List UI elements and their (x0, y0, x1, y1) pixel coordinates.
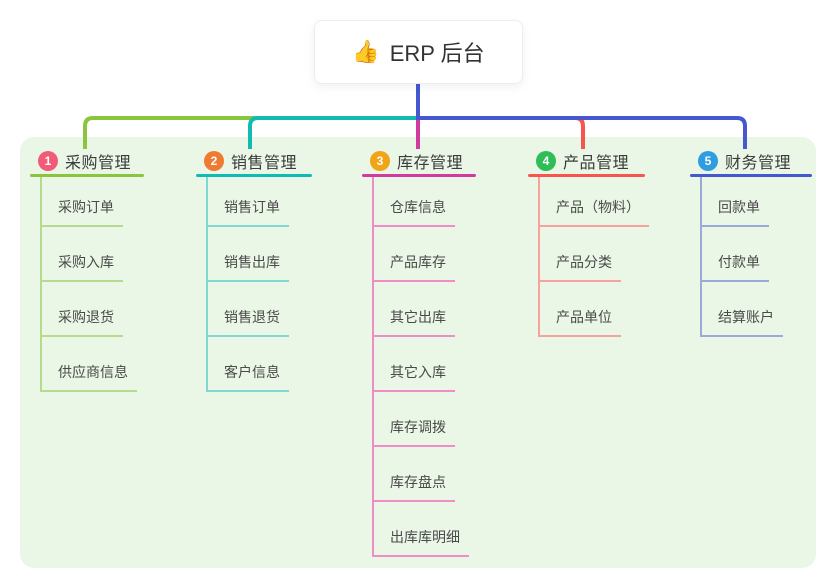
mindmap-node[interactable]: 其它入库 (374, 337, 455, 392)
connector-finance (418, 116, 747, 149)
branch-items: 回款单 付款单 结算账户 (700, 177, 783, 337)
mindmap-node[interactable]: 产品分类 (540, 227, 621, 282)
branch-title: 财务管理 (725, 155, 792, 172)
mindmap-node[interactable]: 库存盘点 (374, 447, 455, 502)
mindmap-node[interactable]: 产品库存 (374, 227, 455, 282)
branch-finance: 5 财务管理 回款单 付款单 结算账户 (690, 148, 812, 337)
connector-purchase (83, 116, 418, 149)
branch-underline (528, 174, 645, 177)
branch-sales-node[interactable]: 2 销售管理 (196, 148, 312, 174)
mindmap-node[interactable]: 产品（物料） (540, 177, 649, 227)
branch-finance-node[interactable]: 5 财务管理 (690, 148, 812, 174)
branch-purchase: 1 采购管理 采购订单 采购入库 采购退货 供应商信息 (30, 148, 144, 392)
mindmap-node[interactable]: 仓库信息 (374, 177, 455, 227)
branch-number-badge: 1 (38, 151, 58, 171)
mindmap-node[interactable]: 付款单 (702, 227, 769, 282)
branch-inventory-node[interactable]: 3 库存管理 (362, 148, 476, 174)
branch-underline (30, 174, 144, 177)
mindmap-node[interactable]: 采购订单 (42, 177, 123, 227)
branch-inventory: 3 库存管理 仓库信息 产品库存 其它出库 其它入库 库存调拨 库存盘点 出库库… (362, 148, 476, 557)
mindmap-node[interactable]: 其它出库 (374, 282, 455, 337)
branch-underline (362, 174, 476, 177)
branch-number-badge: 3 (370, 151, 390, 171)
mindmap-node[interactable]: 库存调拨 (374, 392, 455, 447)
branch-items: 销售订单 销售出库 销售退货 客户信息 (206, 177, 289, 392)
root-node[interactable]: 👍 ERP 后台 (314, 20, 523, 84)
mindmap-node[interactable]: 客户信息 (208, 337, 289, 392)
mindmap-node[interactable]: 产品单位 (540, 282, 621, 337)
thumbs-up-icon: 👍 (352, 39, 380, 64)
root-title: ERP 后台 (389, 41, 485, 66)
branch-number-badge: 2 (204, 151, 224, 171)
mindmap-node[interactable]: 销售出库 (208, 227, 289, 282)
canvas-panel (20, 137, 816, 568)
branch-title: 产品管理 (563, 155, 630, 172)
branch-product-node[interactable]: 4 产品管理 (528, 148, 649, 174)
connector-sales (248, 116, 418, 149)
branch-items: 采购订单 采购入库 采购退货 供应商信息 (40, 177, 137, 392)
branch-items: 仓库信息 产品库存 其它出库 其它入库 库存调拨 库存盘点 出库库明细 (372, 177, 469, 557)
branch-title: 库存管理 (397, 155, 464, 172)
mindmap-node[interactable]: 销售退货 (208, 282, 289, 337)
mindmap-node[interactable]: 采购入库 (42, 227, 123, 282)
mindmap-node[interactable]: 销售订单 (208, 177, 289, 227)
branch-number-badge: 5 (698, 151, 718, 171)
connector-product (418, 116, 585, 149)
branch-title: 采购管理 (65, 155, 132, 172)
branch-underline (690, 174, 812, 177)
branch-items: 产品（物料） 产品分类 产品单位 (538, 177, 649, 337)
branch-purchase-node[interactable]: 1 采购管理 (30, 148, 144, 174)
branch-sales: 2 销售管理 销售订单 销售出库 销售退货 客户信息 (196, 148, 312, 392)
branch-title: 销售管理 (231, 155, 298, 172)
mindmap-node[interactable]: 结算账户 (702, 282, 783, 337)
mindmap-node[interactable]: 回款单 (702, 177, 769, 227)
mindmap-node[interactable]: 出库库明细 (374, 502, 469, 557)
branch-product: 4 产品管理 产品（物料） 产品分类 产品单位 (528, 148, 649, 337)
branch-underline (196, 174, 312, 177)
branch-number-badge: 4 (536, 151, 556, 171)
mindmap-node[interactable]: 供应商信息 (42, 337, 137, 392)
mindmap-node[interactable]: 采购退货 (42, 282, 123, 337)
